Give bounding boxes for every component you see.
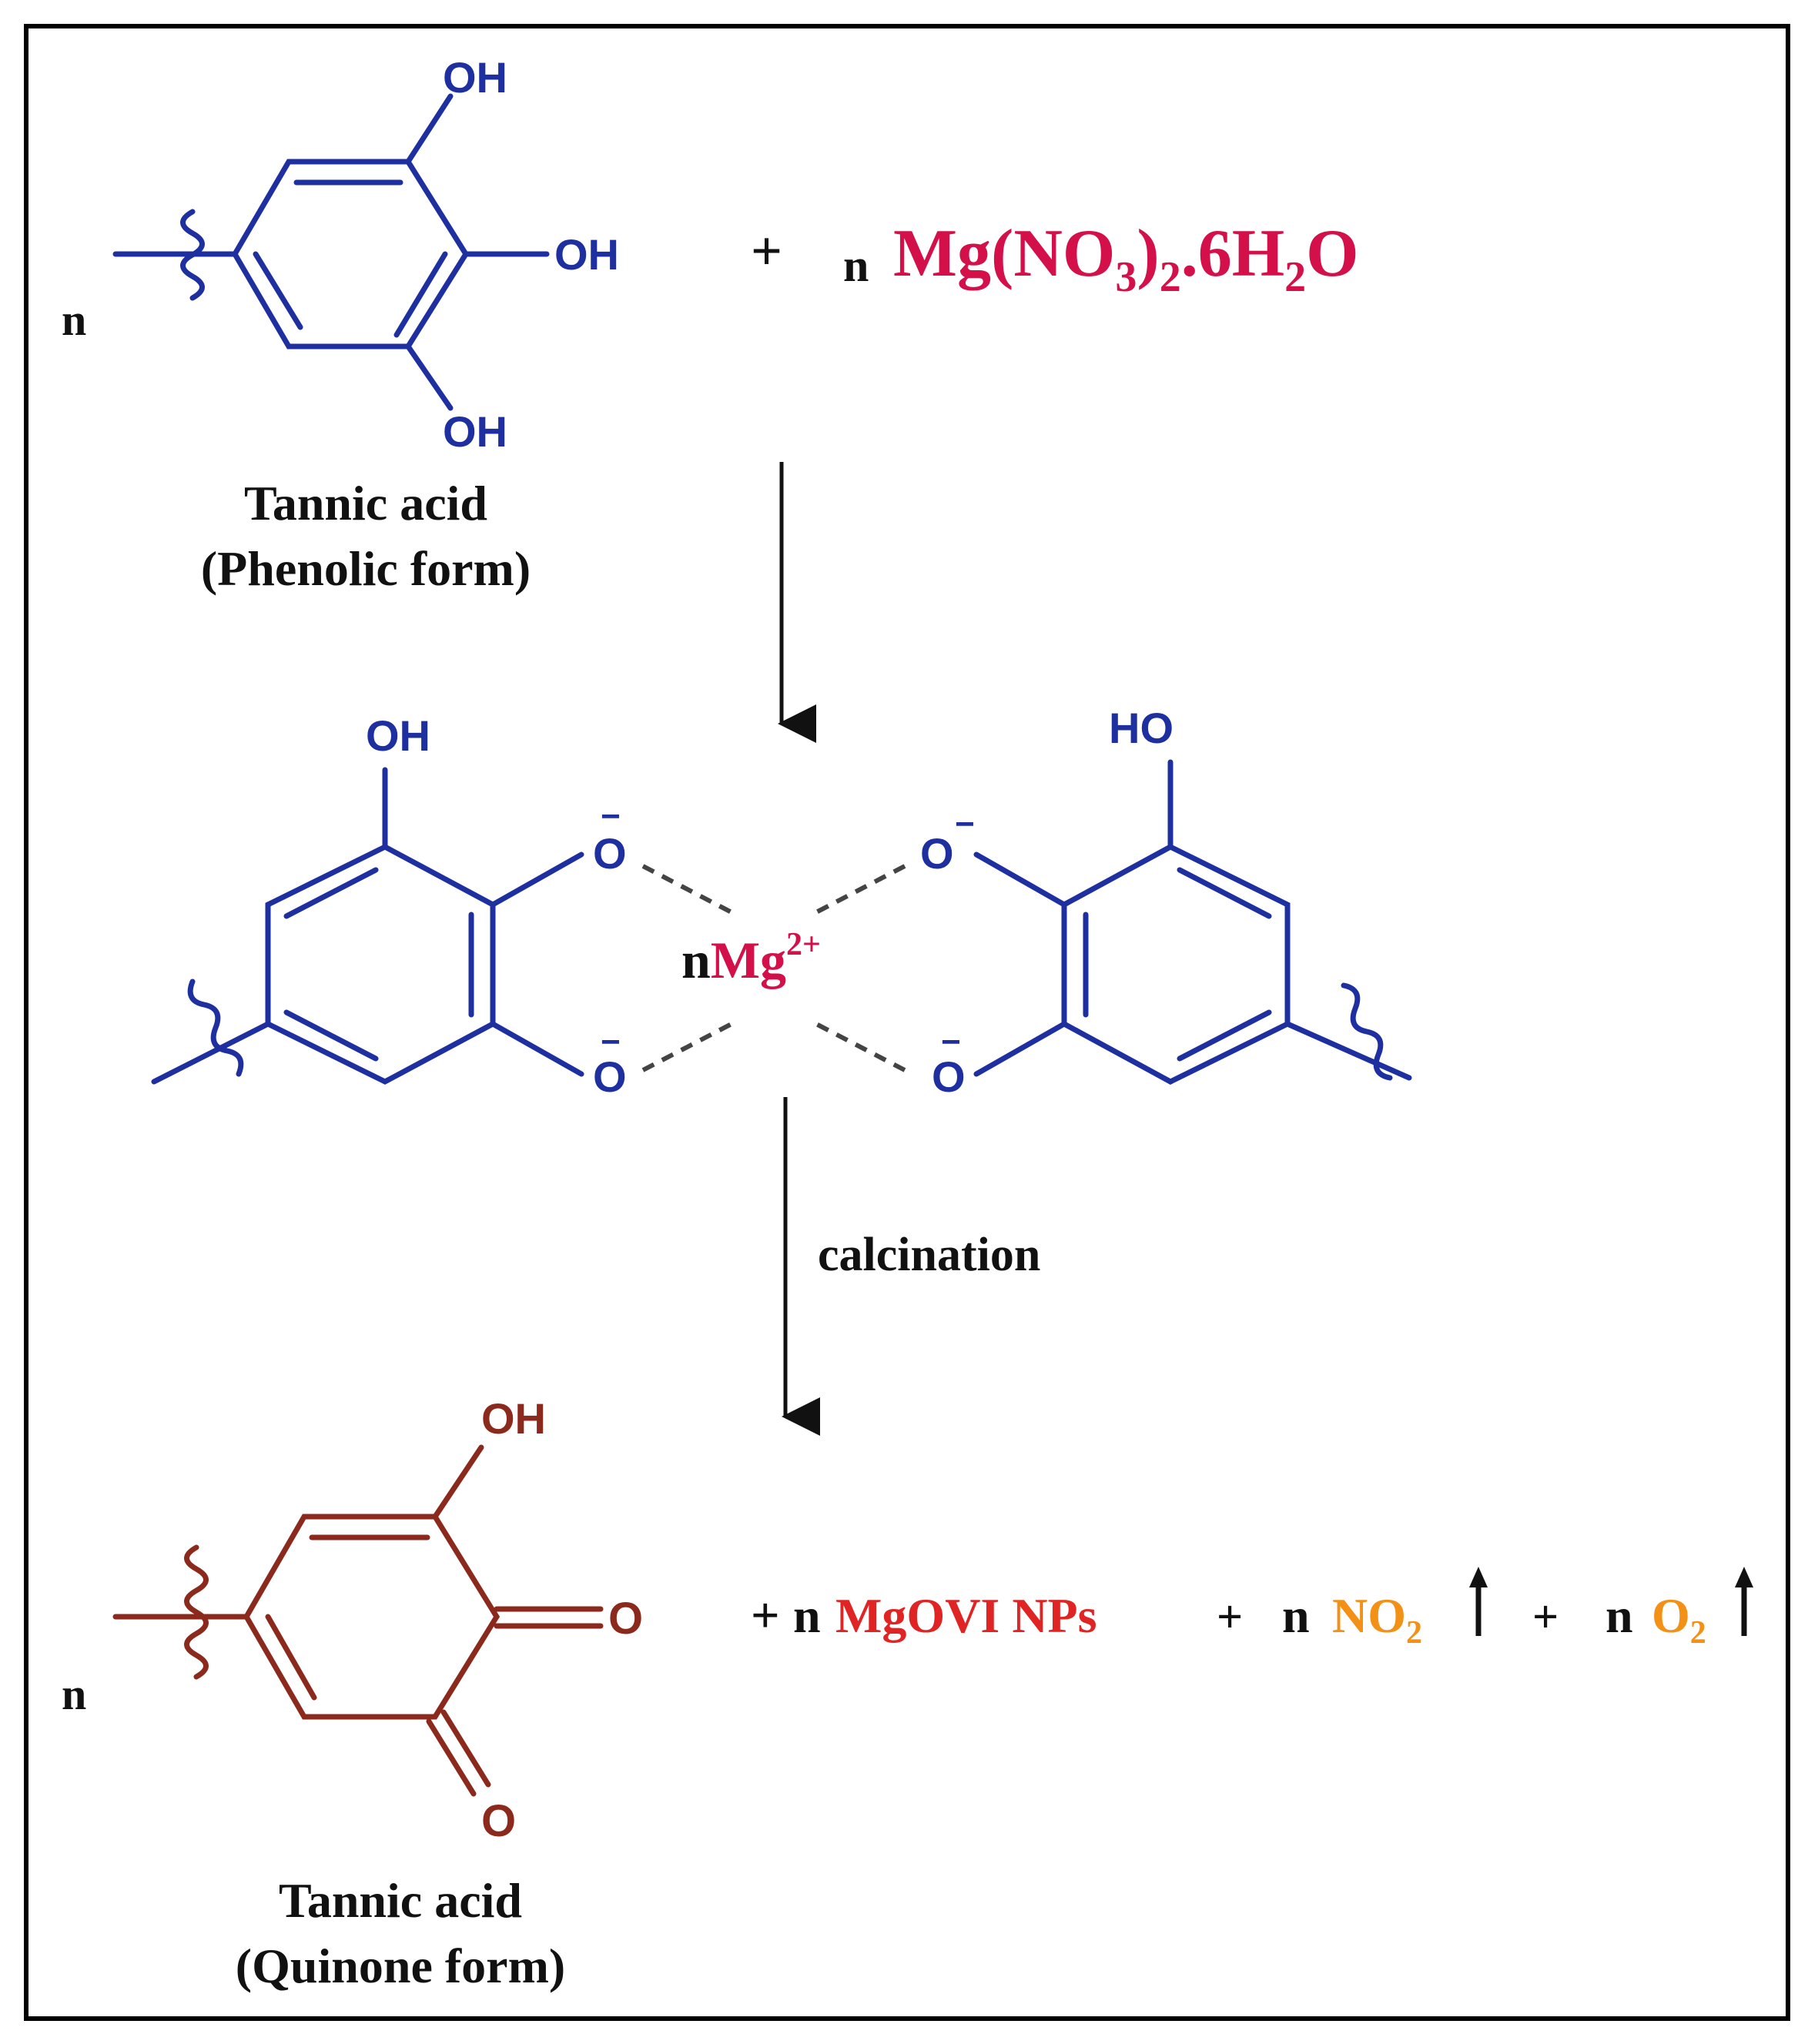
tannic-acid-quinone-structure bbox=[112, 1444, 604, 1797]
salt-part2: ) bbox=[1137, 216, 1159, 291]
reactant-plus: + bbox=[751, 220, 782, 282]
coordination-bonds bbox=[641, 864, 906, 1072]
salt-coefficient: n bbox=[843, 240, 869, 291]
phenolic-form: (Phenolic form) bbox=[201, 541, 531, 596]
product-plus-1: + bbox=[751, 1587, 780, 1644]
complex-right-ring bbox=[973, 759, 1412, 1085]
complex-charge-upper-left: − bbox=[601, 798, 621, 835]
quinone-oh-top: OH bbox=[481, 1394, 546, 1443]
gas-evolution-arrow-icon bbox=[1469, 1567, 1488, 1636]
quinone-form: (Quinone form) bbox=[236, 1939, 565, 1993]
no2-sub: 2 bbox=[1406, 1615, 1422, 1651]
complex-left-ring bbox=[151, 767, 584, 1085]
complex-charge-lower-right: − bbox=[941, 1023, 961, 1061]
no2-main: NO bbox=[1332, 1588, 1406, 1643]
mg-coefficient: n bbox=[681, 931, 711, 989]
product-plus-3: + bbox=[1532, 1591, 1559, 1642]
mg-symbol: Mg bbox=[711, 931, 786, 989]
salt-part1: Mg(NO bbox=[893, 216, 1115, 291]
product-coef-2: n bbox=[1282, 1588, 1310, 1643]
figure-frame bbox=[24, 24, 1790, 2021]
magnesium-nitrate-formula: Mg(NO3)2.6H2O bbox=[893, 216, 1359, 301]
quinone-o-bottom: O bbox=[481, 1796, 516, 1846]
mg-charge: 2+ bbox=[786, 927, 821, 962]
salt-sub3: 2 bbox=[1284, 253, 1306, 301]
product-coef-1: n bbox=[793, 1588, 821, 1643]
product-plus-2: + bbox=[1217, 1591, 1243, 1642]
calcination-label: calcination bbox=[818, 1229, 1040, 1281]
complex-right-ho: HO bbox=[1109, 704, 1174, 752]
complex-oxygen-lower-left: O bbox=[593, 1052, 627, 1101]
complex-charge-lower-left: − bbox=[601, 1023, 621, 1061]
gas-evolution-arrow-icon bbox=[1735, 1567, 1753, 1636]
complex-oxygen-lower-right: O bbox=[932, 1052, 966, 1101]
o2-sub: 2 bbox=[1690, 1615, 1706, 1651]
complex-charge-upper-right: − bbox=[955, 805, 975, 843]
salt-sub2: 2 bbox=[1160, 253, 1181, 301]
complex-oxygen-upper-left: O bbox=[593, 829, 627, 878]
quinone-coefficient: n bbox=[62, 1669, 86, 1719]
phenolic-oh-top: OH bbox=[443, 53, 507, 102]
phenolic-oh-bottom: OH bbox=[443, 407, 507, 456]
complex-left-oh: OH bbox=[366, 711, 430, 760]
complex-oxygen-upper-right: O bbox=[920, 829, 954, 878]
phenolic-coefficient: n bbox=[62, 295, 86, 345]
magnesium-ion: nMg2+ bbox=[681, 927, 821, 989]
salt-part4: O bbox=[1306, 216, 1358, 291]
quinone-name: Tannic acid bbox=[279, 1873, 522, 1928]
phenolic-oh-right: OH bbox=[554, 230, 619, 279]
phenolic-name: Tannic acid bbox=[244, 476, 487, 530]
tannic-acid-phenolic-structure bbox=[112, 93, 550, 411]
product-coef-3: n bbox=[1605, 1588, 1633, 1643]
salt-part3: .6H bbox=[1181, 216, 1284, 291]
nitrogen-dioxide: NO2 bbox=[1332, 1588, 1422, 1651]
quinone-o-right: O bbox=[608, 1594, 643, 1644]
oxygen-gas: O2 bbox=[1652, 1588, 1706, 1651]
o2-main: O bbox=[1652, 1588, 1690, 1643]
mgo-nanoparticles: MgOVI NPs bbox=[835, 1588, 1097, 1643]
salt-sub1: 3 bbox=[1115, 253, 1137, 301]
